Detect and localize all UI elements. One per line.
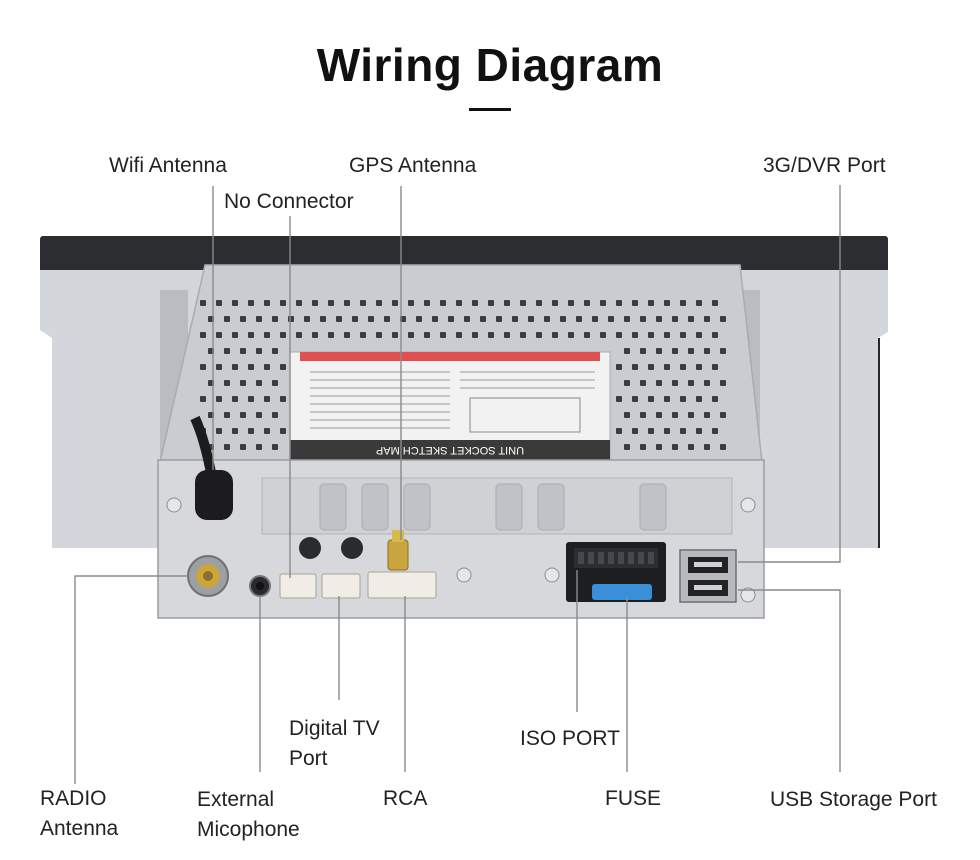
sticker-header: UNIT SOCKET SKETCH MAP [376, 444, 524, 456]
external-microphone-jack [249, 575, 271, 597]
label-usb-storage-port: USB Storage Port [770, 788, 937, 811]
label-iso-port: ISO PORT [520, 727, 620, 750]
leader-dvr [738, 185, 841, 563]
leader-usb [738, 589, 841, 772]
usb-ports [679, 549, 737, 603]
label-wifi-antenna: Wifi Antenna [109, 154, 227, 177]
label-fuse: FUSE [605, 787, 662, 810]
label-digital-tv-port: Digital TV Port [289, 717, 380, 770]
fuse [592, 584, 652, 600]
radio-antenna-socket [187, 555, 229, 597]
chassis-rear [157, 459, 765, 619]
white-connectors [279, 571, 437, 599]
label-radio-antenna: RADIO Antenna [40, 787, 119, 840]
label-rca: RCA [383, 787, 428, 810]
label-3g-dvr-port: 3G/DVR Port [763, 154, 886, 177]
page-title: Wiring Diagram [316, 39, 664, 91]
title-underline [469, 108, 511, 111]
leader-radio [74, 575, 188, 784]
wifi-antenna-connector [190, 415, 233, 520]
label-gps-antenna: GPS Antenna [349, 154, 477, 177]
label-external-microphone: External Micophone [197, 788, 300, 841]
leader-lines [74, 185, 841, 784]
unit-socket-sticker: UNIT SOCKET SKETCH MAP [289, 351, 611, 461]
label-no-connector: No Connector [224, 190, 354, 213]
